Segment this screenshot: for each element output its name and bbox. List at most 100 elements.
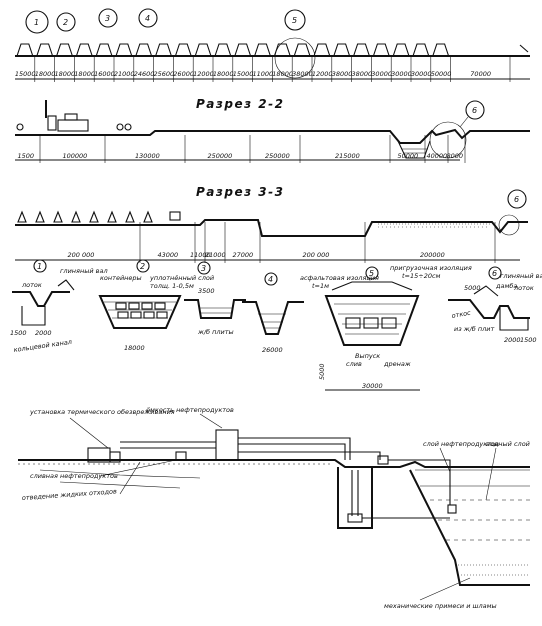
detail-2: 2 контейнеры уплотнённый слой толщ. 1-0,… [98,259,215,352]
detail-6-tray-label: лоток [513,284,534,292]
detail-5-water-label: слив [346,360,362,368]
scheme-pipe-right [238,437,351,460]
scheme-pump [175,451,187,461]
section-1-dim-label: 18000 [35,70,56,78]
detail-4-profile [242,301,304,335]
detail-2-containers [115,302,168,319]
detail-3: 3 ж/б плиты [184,261,246,336]
section-1-pit [174,43,192,57]
tree-icon [143,210,153,223]
section-1-marker-2-text: 2 [63,18,68,27]
detail-5-cells [345,317,397,329]
section-1-dim-label: 15000 [233,70,254,78]
detail-2-layer-label: уплотнённый слой [149,274,214,282]
detail-6-slope-label: откос [451,309,472,320]
detail-6-dim-c: 1500 [520,336,537,344]
section-1-dim-label: 11000 [253,70,274,78]
process-scheme: установка термического обезвреживания ём… [18,406,530,610]
section-1-marker-5: 5 [274,9,316,79]
section-2-dim-label: 1500 [18,152,35,160]
scheme-sediment-leader [419,577,471,601]
detail-3-slabs-label: ж/б плиты [197,328,234,336]
section-1-pit [75,43,93,57]
detail-2-depth-label: 3500 [198,287,215,295]
section-1-dim-label: 30000 [411,70,432,78]
container-icon [130,311,142,319]
detail-5-protection-label: пригрузочная изоляция [390,264,472,272]
section-1-dim-label: 70000 [470,70,491,78]
svg-text:2000: 2000 [35,329,52,337]
section-1-dim-label: 12000 [312,70,333,78]
detail-1-profile [12,291,70,307]
container-icon [117,311,129,319]
container-icon [141,302,153,310]
section-1-dim-label: 18000 [55,70,76,78]
scheme-lagoon-bank [409,469,530,586]
container-icon [128,302,140,310]
section-1-marker-1-text: 1 [34,18,39,27]
scheme-waste-line-label: отведение жидких отходов [22,487,118,502]
section-1-dim-label: 18000 [213,70,234,78]
section-2-building-a [47,115,57,131]
scheme-oil-layer [415,469,530,487]
section-1-dim-label: 38000 [352,70,373,78]
section-2-marker-6: 6 [429,100,485,159]
detail-6: 6 глиняный вал лоток дамба откос из ж/б … [448,266,542,344]
section-1-dim-label: 18000 [74,70,95,78]
detail-6-shaft-label: глиняный вал [500,272,542,280]
detail-2-containers-label: контейнеры [100,274,142,282]
detail-5-layers [334,303,410,335]
detail-6-marker: 6 [492,269,497,278]
section-2-dim-label: 40000 [427,152,448,160]
section-1-dim-label: 16000 [94,70,115,78]
section-3-dim-label: 200 000 [303,251,330,259]
section-3-marker-6: 6 [498,189,527,236]
detail-1-shaft-label: глиняный вал [60,267,108,275]
scheme-thermal-unit-label: установка термического обезвреживания [29,408,175,416]
scheme-well-pump [347,513,363,523]
section-1-dim-label: 24600 [134,70,155,78]
section-1-marker-4-text: 4 [145,14,150,23]
detail-1-tray-label: лоток [21,281,42,289]
section-1-pit [36,43,54,57]
detail-6-dim-a: 5000 [464,284,481,292]
section-1-break-mark [519,44,529,53]
section-1-pit [372,43,390,57]
section-1-marker-4: 4 [138,8,158,28]
section-1-dim-label: 30000 [391,70,412,78]
storage-cell [363,317,379,329]
section-1-pit [254,43,271,57]
scheme-return-line [388,459,451,505]
detail-1: 1 лоток глиняный вал кольцевой канал 150… [10,259,108,354]
section-2-marker-text: 6 [472,106,477,115]
section-1-pit [115,43,133,57]
section-2-title: Разрез 2-2 [196,97,284,111]
section-1-dim-label: 12000 [193,70,214,78]
section-1-marker-2: 2 [56,12,76,32]
scheme-discharge-leader [99,459,177,477]
tree-icon [35,210,45,223]
scheme-collector-leader [199,413,223,429]
section-2-lagoon-hatch [402,148,428,154]
section-2-ground-line [15,128,530,144]
section-2-building-c [64,113,78,121]
section-1-dim-label: 15000 [15,70,36,78]
detail-1-marker: 1 [37,262,42,271]
section-3-marker-text: 6 [514,195,519,204]
section-1-marker-3-text: 3 [105,14,110,23]
section-1-dim-label: 50000 [431,70,452,78]
tree-icon [16,123,24,131]
detail-5-t2-label: t=15÷20см [402,272,441,280]
section-1-pit [56,43,73,57]
section-1-pit [194,43,212,57]
detail-5-t-label: t=1м [312,282,329,290]
detail-3-slabs [200,307,232,314]
section-2-dim-label: 130000 [135,152,160,160]
detail-5-drain-label: дренаж [383,360,411,368]
section-1-pit [392,43,410,57]
section-1-pits [16,43,450,57]
section-2-trees [16,123,132,131]
